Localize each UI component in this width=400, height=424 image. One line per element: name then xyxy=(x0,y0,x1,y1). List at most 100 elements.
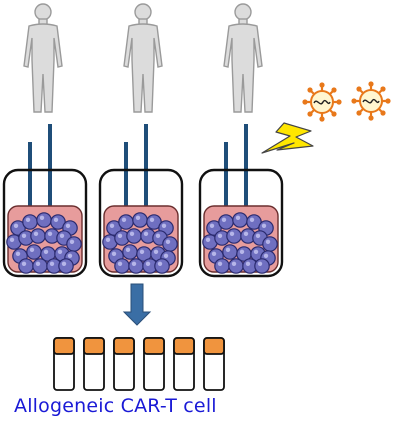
t-cell xyxy=(32,258,48,274)
vial-cap xyxy=(83,337,105,355)
bioreactor-3 xyxy=(198,124,284,278)
t-cell-highlight xyxy=(249,217,255,222)
t-cell-highlight xyxy=(33,231,39,236)
vial-row xyxy=(53,337,225,391)
t-cell xyxy=(58,258,74,274)
t-cell-highlight xyxy=(153,249,159,254)
virus-group xyxy=(302,81,391,122)
t-cell-highlight xyxy=(47,231,53,236)
vial-6-icon xyxy=(203,337,225,391)
t-cell-highlight xyxy=(257,261,263,266)
cell-cluster xyxy=(202,212,278,274)
t-cell-highlight xyxy=(225,247,231,252)
t-cell-highlight xyxy=(25,217,31,222)
bag-outline xyxy=(198,168,284,278)
vial-cap xyxy=(113,337,135,355)
donor-1-icon xyxy=(23,3,63,113)
t-cell-highlight xyxy=(139,249,145,254)
vial-cap xyxy=(173,337,195,355)
donors-row xyxy=(23,3,263,113)
t-cell xyxy=(22,214,38,230)
t-cell-highlight xyxy=(217,233,223,238)
t-cell-highlight xyxy=(111,251,117,256)
t-cell-highlight xyxy=(253,249,259,254)
t-cell-highlight xyxy=(161,223,167,228)
t-cell-highlight xyxy=(29,247,35,252)
t-cell-highlight xyxy=(229,231,235,236)
t-cell xyxy=(218,214,234,230)
t-cell xyxy=(254,258,270,274)
lightning-bolt-shape xyxy=(261,122,314,154)
t-cell-highlight xyxy=(231,261,237,266)
t-cell-highlight xyxy=(39,215,45,220)
t-cell-highlight xyxy=(263,253,269,258)
t-cell-highlight xyxy=(15,251,21,256)
t-cell-highlight xyxy=(157,261,163,266)
t-cell-highlight xyxy=(143,231,149,236)
t-cell xyxy=(66,236,82,252)
t-cell-highlight xyxy=(21,233,27,238)
t-cell xyxy=(114,258,130,274)
t-cell xyxy=(262,236,278,252)
bag-outline xyxy=(98,168,184,278)
vial-cap xyxy=(203,337,225,355)
t-cell xyxy=(126,228,142,244)
t-cell xyxy=(30,228,46,244)
t-cell-highlight xyxy=(261,223,267,228)
t-cell-highlight xyxy=(117,261,123,266)
t-cell-highlight xyxy=(165,239,171,244)
cell-cluster xyxy=(6,212,82,274)
t-cell xyxy=(26,244,42,260)
vial-cap xyxy=(53,337,75,355)
t-cell-highlight xyxy=(35,261,41,266)
t-cell xyxy=(228,258,244,274)
t-cell xyxy=(226,228,242,244)
t-cell-highlight xyxy=(265,239,271,244)
vial-4-icon xyxy=(143,337,165,391)
t-cell-highlight xyxy=(49,261,55,266)
t-cell-highlight xyxy=(243,231,249,236)
t-cell-highlight xyxy=(121,217,127,222)
t-cell xyxy=(122,244,138,260)
t-cell-highlight xyxy=(221,217,227,222)
t-cell xyxy=(214,258,230,274)
t-cell-highlight xyxy=(117,233,123,238)
t-cell-highlight xyxy=(255,233,261,238)
t-cell xyxy=(232,212,248,228)
t-cell-highlight xyxy=(67,253,73,258)
t-cell-highlight xyxy=(125,247,131,252)
donor-3-icon xyxy=(223,3,263,113)
t-cell-highlight xyxy=(9,237,15,242)
t-cell-highlight xyxy=(135,215,141,220)
t-cell-highlight xyxy=(235,215,241,220)
t-cell xyxy=(222,244,238,260)
caption-allogeneic-car-t: Allogeneic CAR-T cell xyxy=(14,395,217,417)
t-cell-highlight xyxy=(205,237,211,242)
t-cell-highlight xyxy=(145,261,151,266)
t-cell-highlight xyxy=(21,261,27,266)
t-cell-highlight xyxy=(53,217,59,222)
t-cell xyxy=(36,212,52,228)
t-cell-highlight xyxy=(57,249,63,254)
t-cell-highlight xyxy=(239,249,245,254)
t-cell-highlight xyxy=(211,251,217,256)
bag-outline xyxy=(2,168,88,278)
t-cell-highlight xyxy=(105,237,111,242)
vial-1-icon xyxy=(53,337,75,391)
t-cell-highlight xyxy=(209,223,215,228)
t-cell xyxy=(132,212,148,228)
t-cell-highlight xyxy=(163,253,169,258)
t-cell-highlight xyxy=(59,233,65,238)
down-arrow-icon xyxy=(122,283,152,326)
virus-1-icon xyxy=(302,82,342,122)
bioreactor-row xyxy=(2,124,284,278)
t-cell xyxy=(118,214,134,230)
vial-3-icon xyxy=(113,337,135,391)
t-cell xyxy=(18,258,34,274)
vial-5-icon xyxy=(173,337,195,391)
t-cell-highlight xyxy=(131,261,137,266)
bioreactor-1 xyxy=(2,124,88,278)
lightning-bolt-icon xyxy=(261,122,314,154)
t-cell-highlight xyxy=(245,261,251,266)
